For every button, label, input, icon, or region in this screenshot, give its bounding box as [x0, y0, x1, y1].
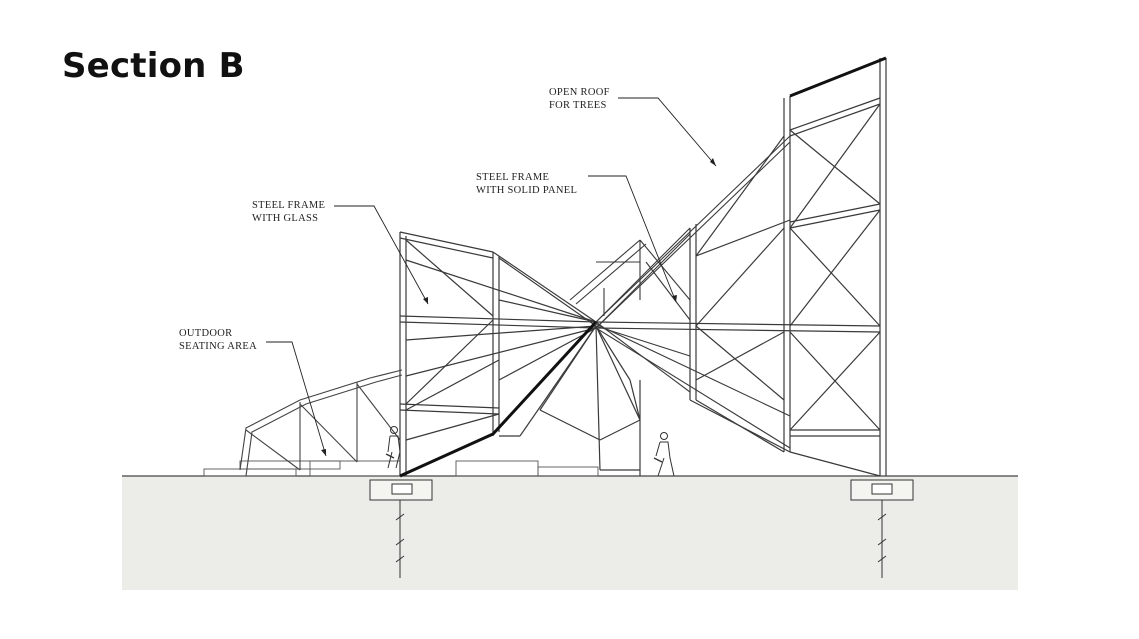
canopy-frame [239, 369, 403, 477]
central-braces [569, 135, 791, 449]
platform-step [239, 460, 341, 470]
label-seating-line2: SEATING AREA [179, 341, 257, 352]
leader-glass [334, 205, 429, 305]
platform-left [203, 468, 297, 477]
tall-frame [595, 56, 887, 477]
seating-block-2 [455, 460, 539, 477]
seating-platforms [203, 460, 599, 477]
label-solid-line2: WITH SOLID PANEL [476, 185, 577, 196]
label-glass-line2: WITH GLASS [252, 213, 318, 224]
heavy-diagonal [399, 320, 598, 478]
page-title: Section B [62, 46, 245, 86]
label-steel-frame-solid: STEEL FRAME WITH SOLID PANEL [476, 172, 577, 196]
leader-arrows [321, 158, 716, 456]
label-open-roof: OPEN ROOF FOR TREES [549, 87, 610, 111]
foundation-right [850, 479, 914, 578]
label-glass-line1: STEEL FRAME [252, 200, 325, 211]
label-steel-frame-glass: STEEL FRAME WITH GLASS [252, 200, 325, 224]
leader-seating [266, 341, 327, 457]
platform-right [537, 466, 599, 477]
label-outdoor-seating: OUTDOOR SEATING AREA [179, 328, 257, 352]
human-figure-right [653, 432, 675, 477]
glass-frame [399, 231, 641, 476]
human-figure-left [385, 426, 401, 469]
leader-lines [266, 97, 717, 457]
label-seating-line1: OUTDOOR [179, 328, 232, 339]
seating-block [309, 460, 401, 477]
leader-solid-panel [588, 175, 677, 303]
label-open-roof-line2: FOR TREES [549, 100, 607, 111]
label-open-roof-line1: OPEN ROOF [549, 87, 610, 98]
foundation-left [369, 479, 433, 578]
label-solid-line1: STEEL FRAME [476, 172, 549, 183]
leader-open-roof [618, 97, 717, 167]
